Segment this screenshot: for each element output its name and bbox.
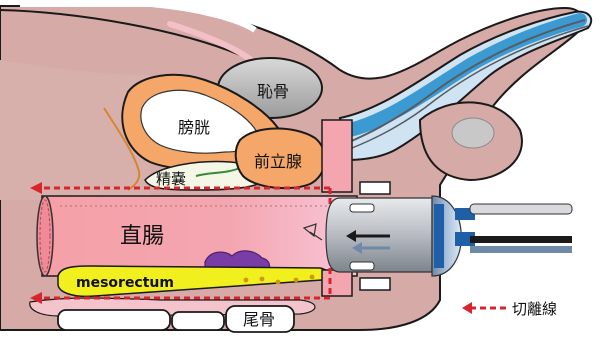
seminal-vesicle-label: 精嚢	[156, 170, 186, 188]
lymph-node	[260, 277, 265, 282]
pubis-label: 恥骨	[257, 82, 289, 101]
stapler-slot	[350, 204, 374, 212]
coccyx-label: 尾骨	[243, 310, 275, 329]
sphincter-upper	[322, 120, 352, 192]
rectum-opening	[37, 196, 53, 276]
sphincter-lower	[322, 270, 352, 296]
lymph-node	[310, 275, 315, 280]
lymph-node	[244, 278, 249, 283]
lymph-node	[276, 280, 281, 285]
stapler-shaft	[470, 246, 572, 253]
mesorectum-label: mesorectum	[76, 275, 174, 291]
rectum-label: 直腸	[120, 224, 164, 249]
stapler-shaft	[470, 204, 572, 214]
legend: 切離線	[462, 300, 557, 318]
sphincter-mid	[360, 182, 390, 194]
bladder-label: 膀胱	[178, 118, 210, 137]
sphincter-lower-2	[360, 278, 390, 290]
legend-cut-line-label: 切離線	[512, 300, 557, 318]
stapler-blue-band	[434, 204, 444, 268]
prostate-label: 前立腺	[254, 152, 302, 171]
stapler-shaft	[470, 236, 572, 243]
coccyx-bone-1	[58, 310, 170, 330]
lymph-node	[294, 278, 299, 283]
rectum-tube	[42, 196, 357, 276]
stapler-slot	[350, 262, 374, 270]
coccyx-bone-2	[172, 312, 224, 330]
legend-cut-line-arrow	[462, 302, 472, 314]
testis	[452, 118, 494, 148]
